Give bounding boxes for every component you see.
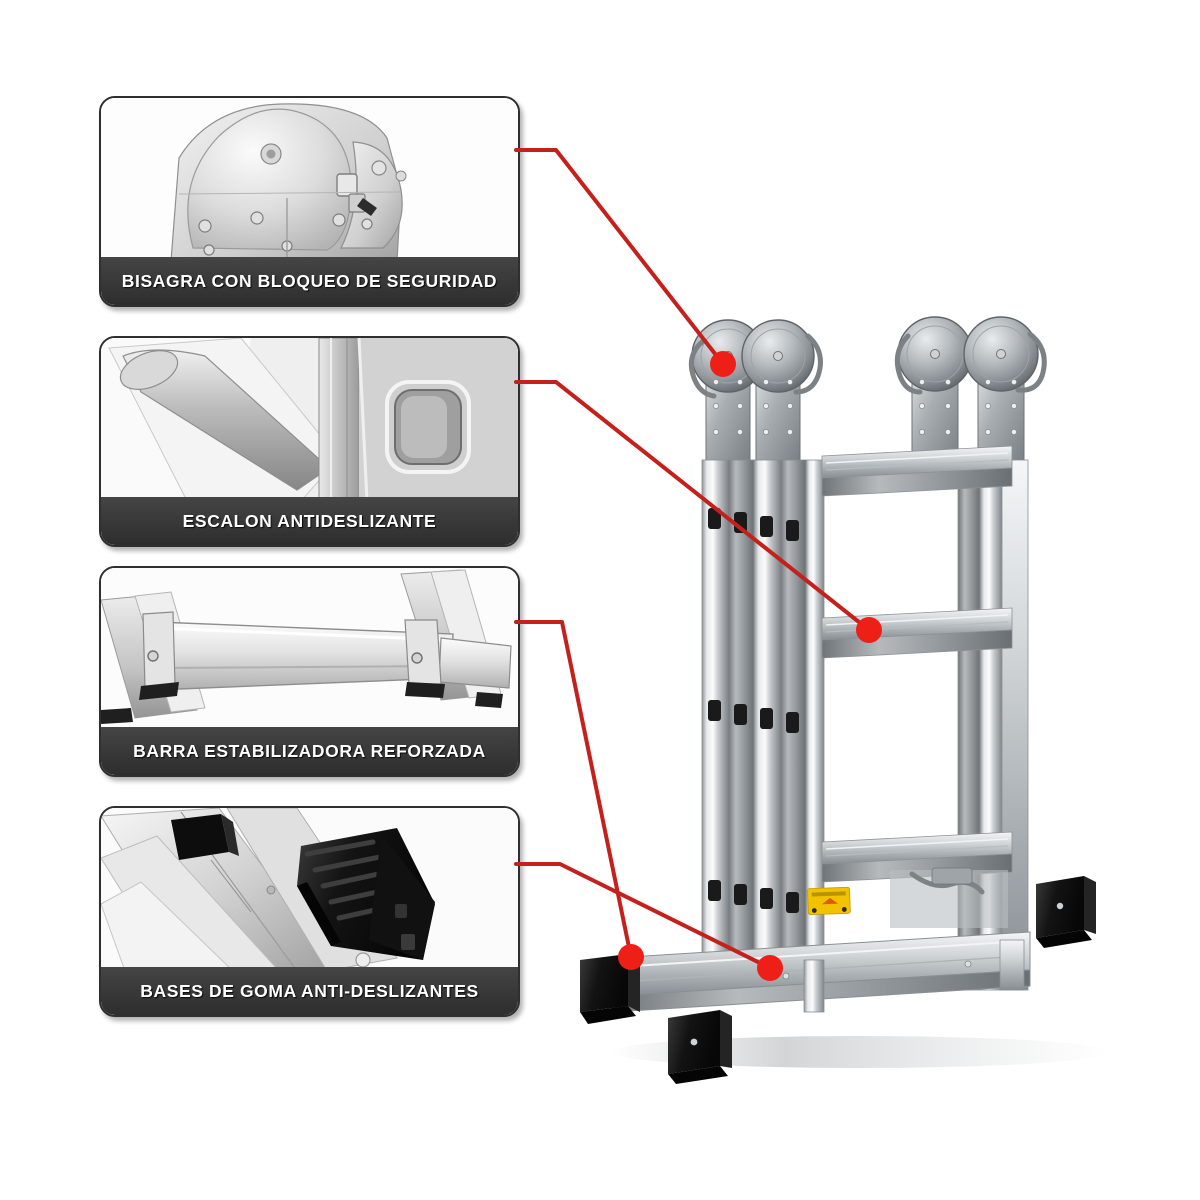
- feature-label-bar: BASES DE GOMA ANTI-DESLIZANTES: [101, 967, 518, 1015]
- warning-sticker: [807, 886, 851, 916]
- feature-panel-feet[interactable]: BASES DE GOMA ANTI-DESLIZANTES: [99, 806, 520, 1017]
- feature-panel-hinge[interactable]: BISAGRA CON BLOQUEO DE SEGURIDAD: [99, 96, 520, 307]
- feature-label-text: BASES DE GOMA ANTI-DESLIZANTES: [140, 980, 479, 1001]
- hinge-assembly-left: [688, 319, 823, 465]
- feature-label-text: BISAGRA CON BLOQUEO DE SEGURIDAD: [121, 270, 498, 291]
- rubber-foot-closeup: [297, 828, 435, 960]
- ladder-step: [821, 831, 1013, 883]
- feature-photo-hinge: [101, 98, 518, 261]
- feature-photo-feet: [101, 808, 518, 971]
- feature-label-text: ESCALON ANTIDESLIZANTE: [182, 510, 437, 531]
- rubber-foot: [1036, 876, 1096, 948]
- feature-photo-step: [101, 338, 518, 501]
- feature-photo-stabilizer: [101, 568, 518, 731]
- feature-panel-stabilizer[interactable]: BARRA ESTABILIZADORA REFORZADA: [99, 566, 520, 777]
- product-image-ladder: [580, 316, 1110, 1084]
- feature-label-bar: ESCALON ANTIDESLIZANTE: [101, 497, 518, 545]
- hinge-assembly-right: [894, 316, 1047, 465]
- feature-panel-step[interactable]: ESCALON ANTIDESLIZANTE: [99, 336, 520, 547]
- rubber-foot: [668, 1010, 732, 1084]
- stabilizer-bar-assembly: [580, 867, 1096, 1084]
- folded-rail-stack: [701, 459, 807, 991]
- feature-label-bar: BARRA ESTABILIZADORA REFORZADA: [101, 727, 518, 775]
- feature-label-bar: BISAGRA CON BLOQUEO DE SEGURIDAD: [101, 257, 518, 305]
- feature-label-text: BARRA ESTABILIZADORA REFORZADA: [133, 740, 486, 761]
- rubber-foot: [580, 954, 640, 1024]
